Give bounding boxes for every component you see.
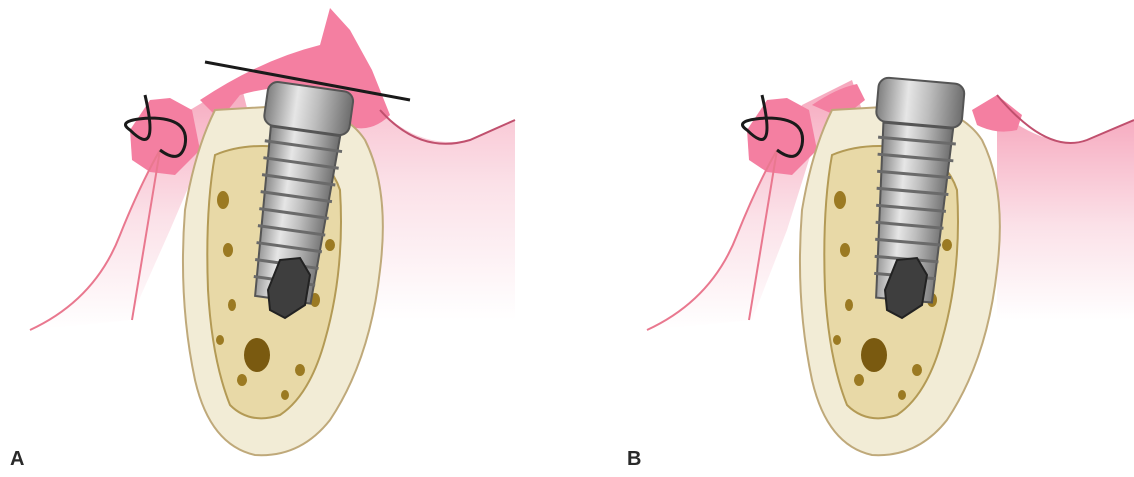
panel-b: B [567,0,1134,477]
implant-diagram-b [567,0,1134,477]
panel-label-a: A [10,448,24,471]
soft-tissue-right [997,110,1134,320]
implant-diagram-a [0,0,567,477]
panel-label-b: B [627,448,641,471]
panel-a: A [0,0,567,477]
marrow-cavity [861,338,887,372]
marrow-cavity [244,338,270,372]
